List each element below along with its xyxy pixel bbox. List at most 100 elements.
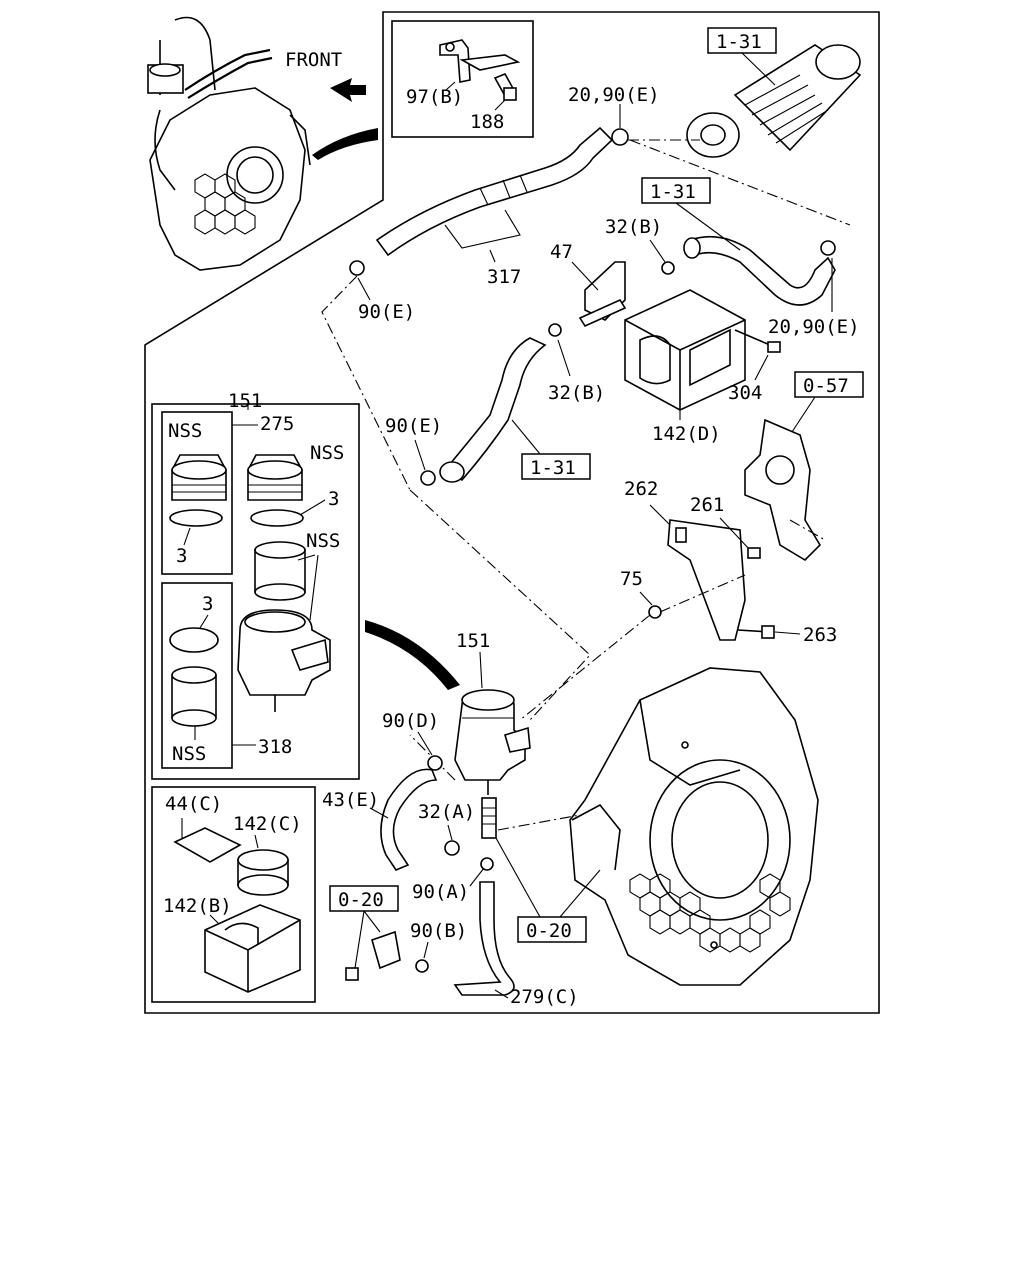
bracket-0-57 — [744, 418, 822, 562]
fitting-union — [481, 797, 497, 839]
filter-pointer-arrow — [365, 620, 460, 690]
label-nss-3: NSS — [306, 530, 340, 552]
label-3-left: 3 — [176, 545, 187, 567]
seal-ring-3-left — [169, 509, 223, 527]
filter-inset-subframe-bottom — [161, 582, 233, 769]
bolt-263 — [737, 625, 775, 639]
bracket-47 — [578, 261, 627, 328]
ref-box-1-31-top — [707, 27, 777, 54]
hose-43e — [380, 768, 438, 871]
filter-inset-subframe-top — [161, 411, 233, 575]
filter-inset-frame — [151, 403, 360, 780]
cover-142c — [237, 849, 289, 896]
label-90a: 90(A) — [412, 881, 469, 903]
clamp-90e-mid — [420, 470, 436, 486]
label-nss-2: NSS — [310, 442, 344, 464]
clamp-32b-top — [661, 261, 675, 275]
bracket-262 — [667, 519, 746, 641]
label-142b: 142(B) — [163, 895, 232, 917]
front-label: FRONT — [285, 49, 342, 71]
label-3-right: 3 — [328, 488, 339, 510]
washer-75 — [648, 605, 662, 619]
seal-ring-3-lower — [169, 627, 219, 653]
label-90d: 90(D) — [382, 710, 439, 732]
hose-1-31-right — [683, 235, 836, 306]
ref-box-1-31-low — [521, 453, 591, 480]
bracket-inset-frame — [391, 20, 534, 138]
filter-element-lower — [171, 666, 217, 727]
label-32b-mid: 32(B) — [548, 382, 605, 404]
bell-housing-illustration — [569, 667, 819, 986]
label-263: 263 — [803, 624, 837, 646]
front-arrow-icon — [330, 78, 366, 102]
label-261: 261 — [690, 494, 724, 516]
label-44c: 44(C) — [165, 793, 222, 815]
label-188: 188 — [470, 111, 504, 133]
clamp-32b-mid — [548, 323, 562, 337]
cooler-142d — [624, 289, 746, 411]
ref-box-0-57 — [794, 371, 864, 398]
bolt-304 — [734, 329, 781, 353]
clamp-90e-left — [349, 260, 365, 276]
clamp-90a — [480, 857, 494, 871]
filter-element — [254, 541, 306, 601]
label-90e-left: 90(E) — [358, 301, 415, 323]
ref-0-57: 0-57 — [803, 375, 849, 397]
label-262: 262 — [624, 478, 658, 500]
label-317: 317 — [487, 266, 521, 288]
clamp-32a — [444, 840, 460, 856]
label-151-top: 151 — [228, 390, 262, 412]
label-97b: 97(B) — [406, 86, 463, 108]
label-142c: 142(C) — [233, 813, 302, 835]
ref-1-31-mid: 1-31 — [650, 181, 696, 203]
engine-overview-illustration — [147, 16, 311, 271]
filter-assembly-151 — [454, 689, 531, 795]
label-151-mid: 151 — [456, 630, 490, 652]
ref-0-20-right: 0-20 — [526, 920, 572, 942]
hose-317 — [375, 126, 614, 257]
label-32a: 32(A) — [418, 801, 475, 823]
ref-1-31-low: 1-31 — [530, 457, 576, 479]
filter-cap-right — [247, 454, 303, 501]
filter-cap-left — [171, 454, 227, 501]
label-318: 318 — [258, 736, 292, 758]
label-nss-4: NSS — [172, 743, 206, 765]
label-20-90e-top: 20,90(E) — [568, 84, 660, 106]
label-20-90e-right: 20,90(E) — [768, 316, 860, 338]
label-90e-mid: 90(E) — [385, 415, 442, 437]
ref-0-20-left: 0-20 — [338, 889, 384, 911]
bracket-97b-illustration — [439, 39, 521, 83]
clamp-20-90e-top — [611, 128, 629, 146]
block-142b — [204, 904, 301, 993]
bolt-261 — [747, 547, 761, 559]
label-142d: 142(D) — [652, 423, 721, 445]
clamp-90d — [427, 755, 443, 771]
label-3-lower: 3 — [202, 593, 213, 615]
label-nss-1: NSS — [168, 420, 202, 442]
intake-bellows-1-31 — [686, 44, 862, 158]
label-43e: 43(E) — [322, 789, 379, 811]
ref-box-0-20-right — [517, 916, 587, 943]
seal-ring-3-right — [250, 509, 304, 527]
label-275: 275 — [260, 413, 294, 435]
label-47: 47 — [550, 241, 573, 263]
clamp-90b — [415, 959, 429, 973]
bolt-188-illustration — [493, 72, 517, 101]
ref-1-31-top: 1-31 — [716, 31, 762, 53]
clamp-20-90e-right — [820, 240, 836, 256]
fitting-0-20-left — [345, 930, 401, 981]
label-75: 75 — [620, 568, 643, 590]
gasket-44c — [173, 827, 242, 863]
label-304: 304 — [728, 382, 762, 404]
label-279c: 279(C) — [510, 986, 579, 1008]
gasket-inset-frame — [151, 786, 316, 1003]
hose-279c — [453, 881, 515, 996]
label-32b-top: 32(B) — [605, 216, 662, 238]
filter-housing — [237, 609, 331, 712]
overview-pointer-arrow — [312, 128, 378, 160]
main-frame — [144, 11, 880, 1014]
label-90b: 90(B) — [410, 920, 467, 942]
hose-1-31-left — [439, 337, 547, 483]
